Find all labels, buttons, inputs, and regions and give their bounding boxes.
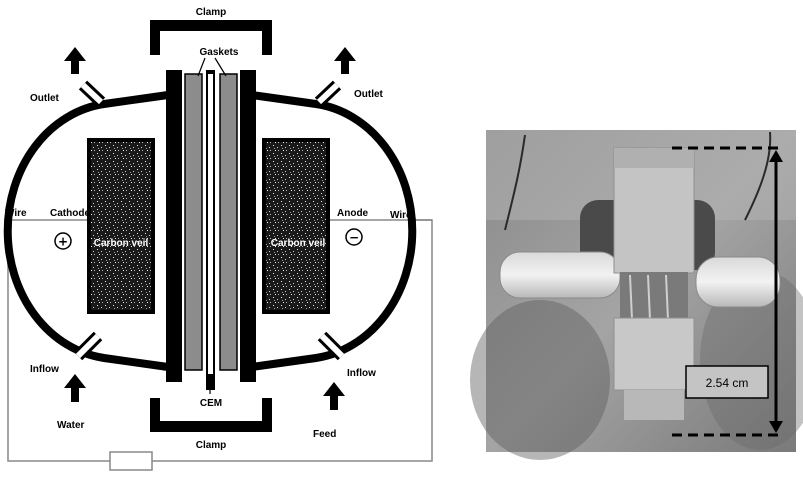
outlet-right-label: Outlet — [354, 89, 384, 100]
clamp-body — [613, 147, 695, 274]
carbon-veil-left-label: Carbon veil — [94, 238, 149, 249]
minus-symbol: − — [349, 231, 359, 245]
external-wire — [7, 220, 110, 462]
end-plate-left — [166, 70, 182, 382]
carbon-veil-anode — [262, 138, 330, 314]
wire-left-label: Wire — [5, 208, 27, 219]
scale-label: 2.54 cm — [706, 376, 749, 390]
carbon-veil-right-label: Carbon veil — [271, 238, 326, 249]
photo-wire-right — [744, 131, 772, 221]
clamp-bottom-label: Clamp — [196, 440, 227, 451]
gasket-right — [219, 73, 238, 371]
plus-symbol: + — [58, 235, 68, 249]
left-chamber — [3, 91, 169, 371]
outlet-arrow-right — [334, 47, 356, 74]
gaskets-pointer-2 — [214, 57, 227, 77]
cem-label: CEM — [200, 398, 222, 409]
clamp-bottom — [150, 398, 272, 432]
outlet-arrow-left — [64, 47, 86, 74]
cathode-label: Cathode — [50, 208, 90, 219]
membrane-core — [208, 74, 213, 374]
right-chamber — [251, 91, 417, 371]
inflow-port-right — [317, 331, 347, 361]
gasket-left — [184, 73, 203, 371]
gaskets-label: Gaskets — [200, 47, 239, 58]
hand-shadow — [470, 300, 610, 460]
photo-wire-left — [504, 134, 526, 231]
wire-right-label: Wire — [390, 210, 412, 221]
inflow-port-left — [73, 331, 103, 361]
inflow-arrow-left — [64, 374, 86, 402]
clamp-top — [150, 20, 272, 55]
tube-right — [695, 256, 781, 308]
water-label: Water — [57, 420, 85, 431]
inflow-right-label: Inflow — [347, 368, 376, 379]
scale-label-box — [685, 365, 769, 399]
scale-arrow-up — [769, 150, 783, 162]
anode-label: Anode — [337, 208, 369, 219]
inflow-left-label: Inflow — [30, 364, 59, 375]
outlet-left-label: Outlet — [30, 93, 60, 104]
outlet-port-left — [78, 80, 106, 107]
resistor — [109, 451, 153, 471]
cell-diagram: + − Clamp Gaskets Outlet Outlet Wire Cat… — [3, 7, 433, 471]
end-plate-right — [240, 70, 256, 382]
tube-left — [499, 251, 621, 299]
outlet-port-right — [314, 80, 342, 107]
feed-label: Feed — [313, 429, 336, 440]
gaskets-pointer — [197, 57, 206, 77]
device-photo: 2.54 cm — [470, 130, 803, 460]
inflow-arrow-right — [323, 382, 345, 410]
clamp-top-label: Clamp — [196, 7, 227, 18]
plus-circle — [54, 232, 72, 250]
carbon-veil-cathode — [87, 138, 155, 314]
scale-arrow-down — [769, 421, 783, 433]
minus-circle — [345, 228, 363, 246]
